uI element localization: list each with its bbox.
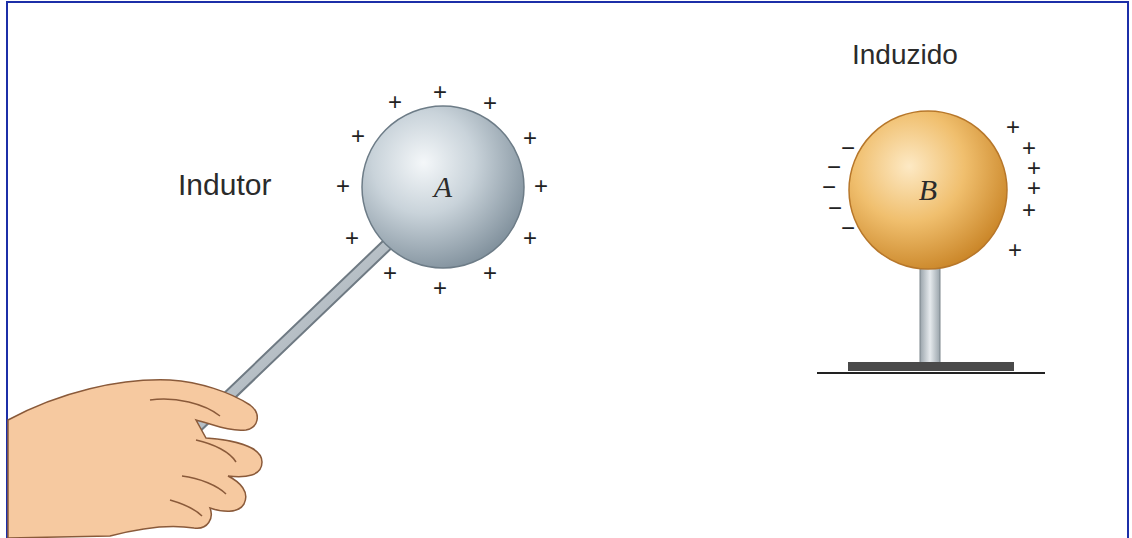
charge-sign: + bbox=[483, 261, 497, 285]
inductor-label: Indutor bbox=[178, 170, 271, 200]
inductor-sphere: IndutorA bbox=[361, 105, 525, 269]
charge-sign: + bbox=[336, 174, 350, 198]
charge-sign: + bbox=[1006, 115, 1020, 139]
charge-sign: − bbox=[841, 216, 855, 240]
charge-sign: + bbox=[433, 80, 447, 104]
stand-pole bbox=[920, 266, 940, 366]
charge-sign: + bbox=[483, 91, 497, 115]
frame bbox=[7, 2, 1128, 538]
charge-sign: + bbox=[523, 226, 537, 250]
sphere-letter: A bbox=[434, 172, 452, 202]
charge-sign: + bbox=[534, 174, 548, 198]
charge-sign: + bbox=[345, 226, 359, 250]
charge-sign: + bbox=[383, 261, 397, 285]
hand bbox=[8, 380, 262, 538]
charge-sign: − bbox=[841, 136, 855, 160]
charge-sign: + bbox=[523, 126, 537, 150]
charge-sign: + bbox=[351, 124, 365, 148]
sphere-letter: B bbox=[919, 175, 937, 205]
charge-sign: + bbox=[1027, 176, 1041, 200]
charge-sign: + bbox=[1022, 198, 1036, 222]
charge-sign: − bbox=[828, 196, 842, 220]
induced-label: Induzido bbox=[852, 41, 958, 69]
charge-sign: + bbox=[388, 90, 402, 114]
charge-sign: + bbox=[1008, 238, 1022, 262]
induced-sphere: InduzidoB bbox=[848, 110, 1008, 270]
table-line bbox=[817, 372, 1045, 374]
charge-sign: + bbox=[433, 276, 447, 300]
stand-base bbox=[848, 362, 1014, 371]
